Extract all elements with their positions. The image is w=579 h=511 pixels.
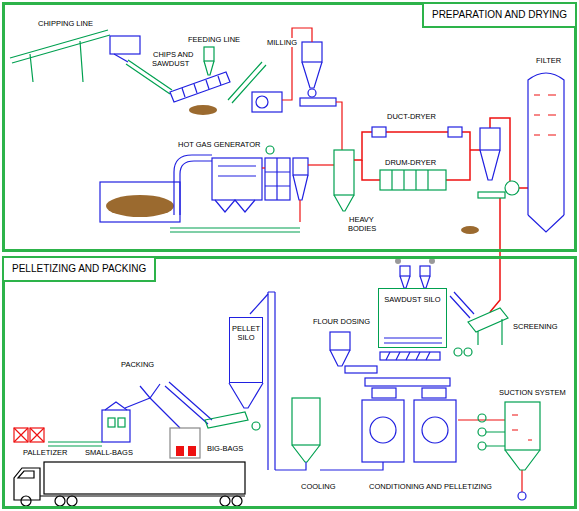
equipment-label: DUCT-DRYER (386, 112, 437, 121)
equipment-label: DRUM-DRYER (384, 158, 437, 167)
label-slot: CHIPS AND SAWDUST (152, 50, 198, 68)
label-slot: BIG-BAGS (206, 444, 244, 453)
equipment-label: HOT GAS GENERATOR (177, 140, 262, 149)
silo-name: SAWDUST SILO (379, 295, 446, 304)
label-slot: SUCTION SYSTEM (498, 388, 567, 397)
equipment-label: FEEDING LINE (187, 35, 241, 44)
label-slot: CHIPPING LINE (37, 19, 94, 28)
silo-box: SAWDUST SILO (378, 288, 447, 348)
silo-box: PELLET SILO (229, 317, 263, 383)
equipment-label: FLOUR DOSING (312, 317, 371, 326)
section-title: PELLETIZING AND PACKING (12, 263, 146, 275)
equipment-label: SMALL-BAGS (84, 448, 134, 457)
section-title: PREPARATION AND DRYING (432, 9, 567, 21)
equipment-label: COOLING (300, 482, 337, 491)
section-title-box: PREPARATION AND DRYING (422, 2, 577, 28)
equipment-label: CHIPPING LINE (37, 19, 94, 28)
equipment-label: SUCTION SYSTEM (498, 388, 567, 397)
equipment-label: SCREENING (512, 322, 559, 331)
equipment-label: FILTER (535, 56, 562, 65)
label-slot: FILTER (535, 56, 562, 65)
equipment-label: MILLING (266, 38, 298, 47)
label-slot: HOT GAS GENERATOR (177, 140, 262, 149)
label-slot: COOLING (300, 482, 337, 491)
silo-name: PELLET SILO (230, 324, 262, 342)
equipment-label: HEAVY BODIES (348, 215, 377, 233)
label-slot: SMALL-BAGS (84, 448, 134, 457)
label-slot: DRUM-DRYER (384, 158, 437, 167)
label-slot: DUCT-DRYER (386, 112, 437, 121)
equipment-label: PACKING (120, 360, 155, 369)
label-slot: FEEDING LINE (187, 35, 241, 44)
label-slot: MILLING (266, 38, 298, 47)
equipment-label: BIG-BAGS (206, 444, 244, 453)
section-title-box: PELLETIZING AND PACKING (2, 256, 156, 282)
equipment-label: PALLETIZER (22, 448, 68, 457)
label-slot: HEAVY BODIES (348, 215, 382, 233)
label-slot: PALLETIZER (22, 448, 68, 457)
equipment-label: CHIPS AND SAWDUST (152, 50, 193, 68)
label-slot: PACKING (120, 360, 155, 369)
label-slot: CONDITIONING AND PELLETIZING (368, 482, 493, 491)
equipment-label: CONDITIONING AND PELLETIZING (368, 482, 493, 491)
label-slot: SCREENING (512, 322, 559, 331)
label-slot: FLOUR DOSING (312, 317, 371, 326)
section-band: PELLETIZING AND PACKING SAWDUST SILO PELLE… (2, 256, 577, 509)
